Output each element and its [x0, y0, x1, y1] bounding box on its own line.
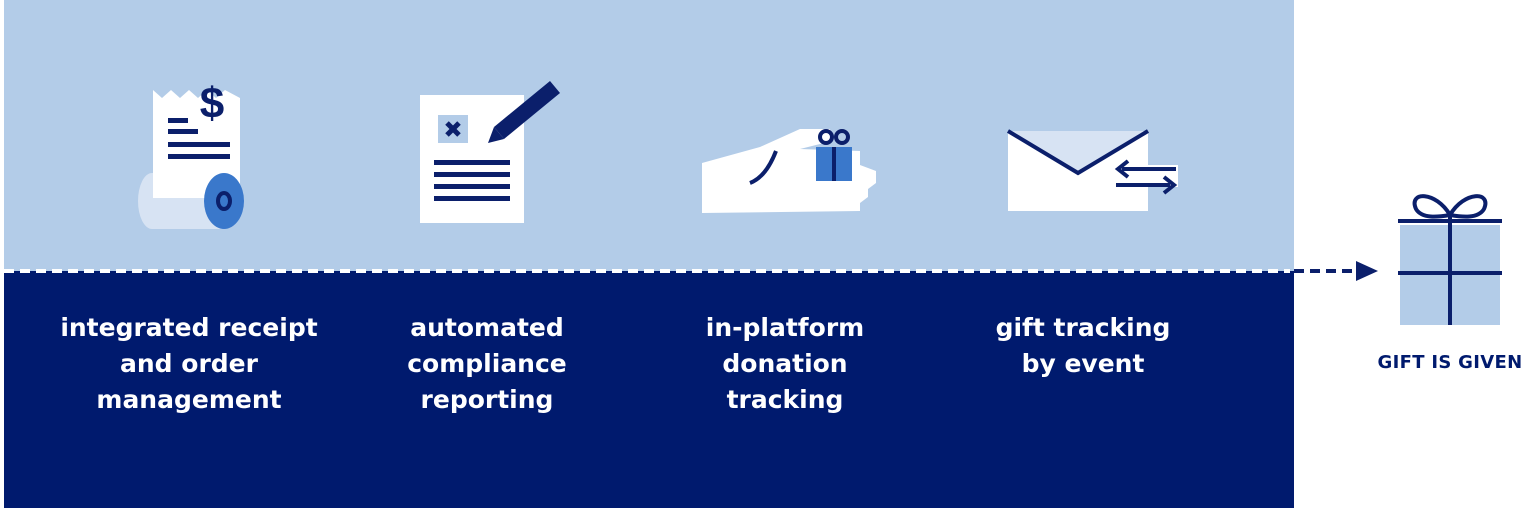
signed-document-icon: [410, 75, 570, 239]
envelope-exchange-icon: [1000, 125, 1190, 224]
feature-label-receipts: integrated receipt and order management: [60, 313, 318, 414]
feature-label-gift-tracking: gift tracking by event: [995, 313, 1171, 378]
feature-label-donation: in-platform donation tracking: [705, 313, 865, 414]
svg-text:$: $: [200, 79, 224, 128]
feature-label-compliance: automated compliance reporting: [407, 313, 567, 414]
features-label-panel: [4, 271, 1294, 508]
receipt-roll-icon: $: [120, 70, 260, 244]
flow-arrow: [4, 261, 1378, 281]
gift-box-icon: [1392, 185, 1508, 334]
hand-gift-icon: [700, 125, 890, 224]
outcome-label: GIFT IS GIVEN: [1377, 352, 1523, 373]
